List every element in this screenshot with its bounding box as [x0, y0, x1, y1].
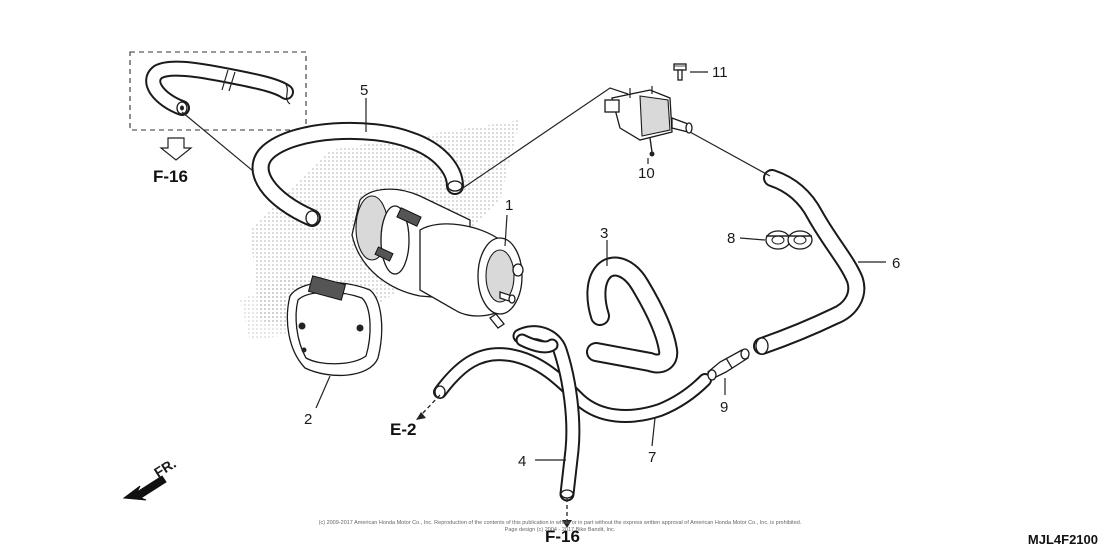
callout-tube-3[interactable]: 3: [600, 225, 608, 242]
copyright-line-1: (c) 2009-2017 American Honda Motor Co., …: [318, 520, 802, 526]
front-direction-arrow-icon: [122, 475, 167, 501]
screw-11: [673, 63, 687, 81]
mounting-band: [286, 275, 383, 377]
callout-canister[interactable]: 1: [505, 197, 513, 214]
callout-tube-4[interactable]: 4: [518, 453, 526, 470]
tube-3: [586, 256, 679, 374]
callout-clip-8[interactable]: 8: [727, 230, 735, 247]
purge-valve: [604, 86, 693, 157]
hose-clip: [765, 230, 813, 250]
tube-5: [251, 121, 464, 227]
canister: [351, 188, 524, 329]
copyright-line-2: Page design (c) 2004 - 2017 Bike Bandit,…: [504, 527, 616, 533]
inset-box: [129, 51, 307, 161]
tube-6: [753, 169, 866, 355]
callout-tube-5[interactable]: 5: [360, 82, 368, 99]
callout-joint-9[interactable]: 9: [720, 399, 728, 416]
ref-f16-top[interactable]: F-16: [153, 167, 188, 186]
down-arrow-icon: [159, 137, 193, 161]
callout-tube-6[interactable]: 6: [892, 255, 900, 272]
ref-f16-bottom[interactable]: F-16: [545, 527, 580, 546]
tube-7: [433, 347, 712, 423]
callout-valve-10[interactable]: 10: [638, 165, 655, 182]
copyright-notice: (c) 2009-2017 American Honda Motor Co., …: [300, 520, 820, 534]
diagram-code: MJL4F2100: [1027, 532, 1098, 547]
front-direction-label: FR.: [151, 455, 179, 481]
callout-screw-11[interactable]: 11: [712, 64, 728, 81]
joint-9: [707, 348, 750, 381]
callout-tube-7[interactable]: 7: [648, 449, 656, 466]
callout-band[interactable]: 2: [304, 411, 312, 428]
tube-4: [512, 325, 581, 502]
ref-e2[interactable]: E-2: [390, 420, 416, 439]
